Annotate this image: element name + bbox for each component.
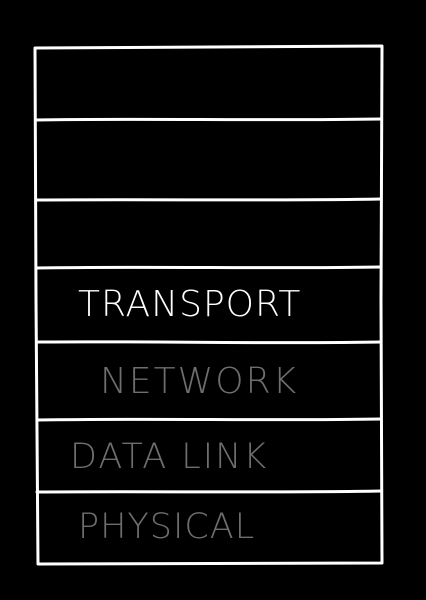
- layer-divider-4: [35, 340, 383, 345]
- layer-divider-2: [34, 197, 383, 202]
- layer-divider-5: [35, 417, 383, 422]
- layer-divider-1: [34, 117, 383, 122]
- layer-label-transport: Transport: [78, 284, 302, 325]
- layer-divider-6: [35, 489, 383, 494]
- layer-label-physical: Physical: [78, 507, 256, 547]
- layer-label-data-link: Data Link: [70, 437, 269, 477]
- layer-divider-3: [34, 265, 383, 270]
- stack-outline: [33, 44, 384, 566]
- layer-label-network: Network: [100, 361, 299, 402]
